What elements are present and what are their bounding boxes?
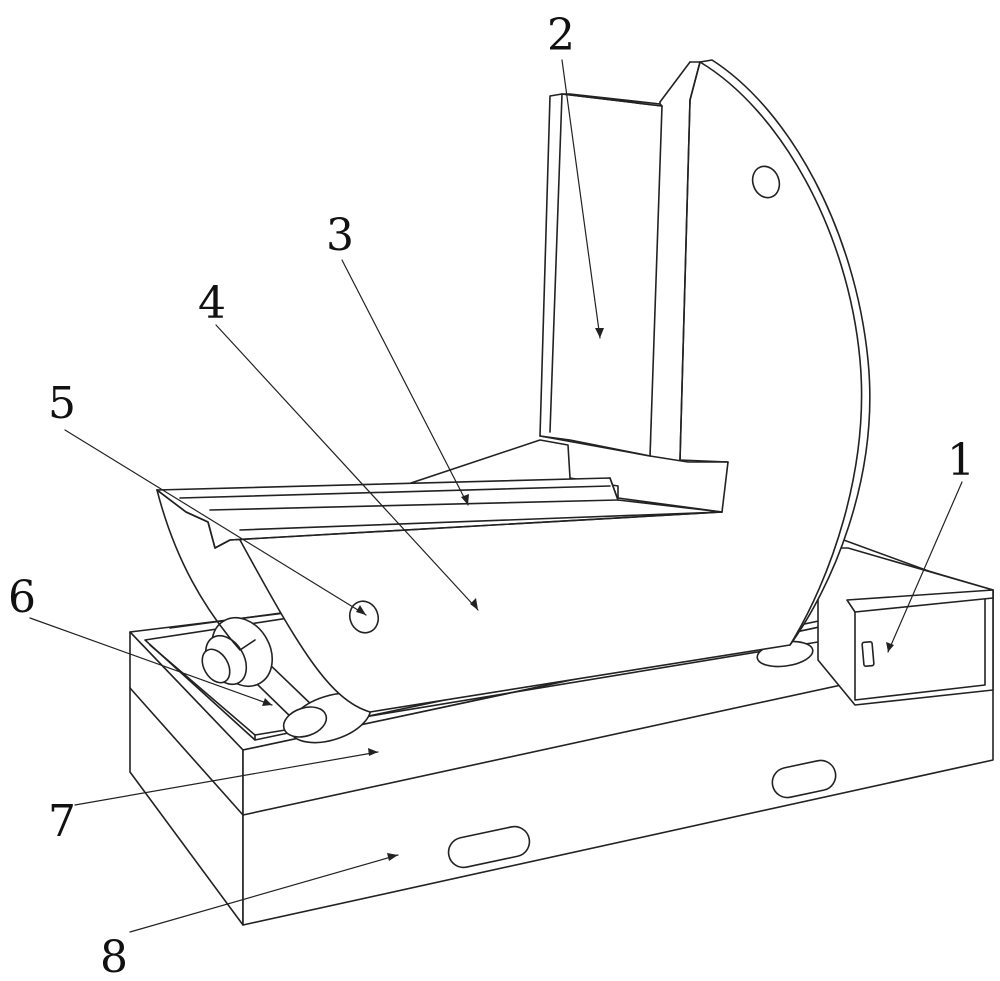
leader-7 [74, 751, 379, 806]
label-4: 4 [198, 278, 226, 329]
label-1: 1 [947, 435, 975, 486]
leader-5 [64, 429, 367, 616]
turning-frame [156, 59, 871, 713]
control-box [817, 547, 994, 706]
switch-icon [861, 640, 875, 668]
leader-2 [561, 59, 601, 339]
label-7: 7 [48, 796, 76, 847]
leader-3 [341, 259, 469, 506]
label-3: 3 [326, 210, 354, 261]
leader-4 [215, 324, 479, 611]
leader-8 [129, 854, 399, 933]
label-5: 5 [48, 378, 76, 429]
handle-slot-right [771, 759, 837, 799]
leader-1 [887, 481, 963, 653]
callout-lines [29, 59, 963, 933]
label-8: 8 [100, 932, 128, 981]
leader-6 [29, 617, 273, 706]
label-2: 2 [547, 10, 575, 61]
bottom-plate [156, 477, 723, 549]
handle-slot-left [447, 825, 531, 869]
back-plate [539, 93, 729, 463]
labels: 1 2 3 4 5 6 7 8 [8, 10, 975, 981]
label-6: 6 [8, 572, 36, 623]
